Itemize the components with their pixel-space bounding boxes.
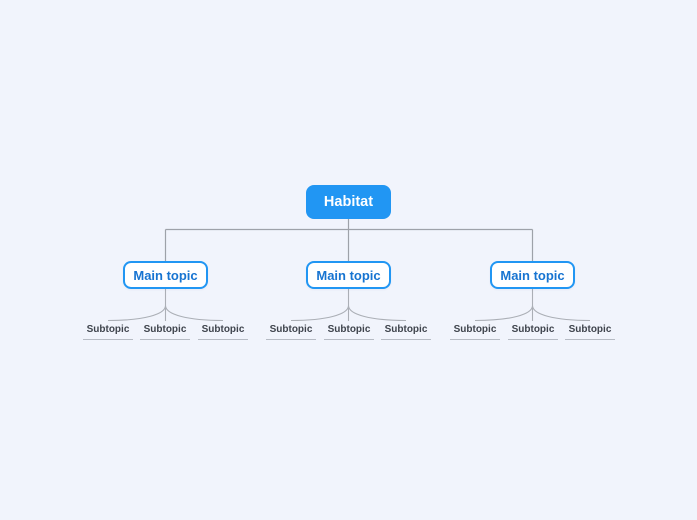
main-topic-node-3[interactable]: Main topic	[490, 261, 575, 289]
subtopic-node-3-3[interactable]: Subtopic	[565, 323, 615, 340]
connector-main3-to-subtopics	[474, 289, 591, 322]
connector-root-to-main-topics	[164, 219, 534, 261]
main-topic-label: Main topic	[133, 267, 198, 283]
subtopic-node-3-1[interactable]: Subtopic	[450, 323, 500, 340]
main-topic-label: Main topic	[316, 267, 381, 283]
subtopic-node-1-3[interactable]: Subtopic	[198, 323, 248, 340]
subtopic-node-1-2[interactable]: Subtopic	[140, 323, 190, 340]
main-topic-node-1[interactable]: Main topic	[123, 261, 208, 289]
root-node-habitat[interactable]: Habitat	[306, 185, 391, 219]
subtopic-node-1-1[interactable]: Subtopic	[83, 323, 133, 340]
subtopic-node-2-3[interactable]: Subtopic	[381, 323, 431, 340]
subtopic-node-2-2[interactable]: Subtopic	[324, 323, 374, 340]
main-topic-node-2[interactable]: Main topic	[306, 261, 391, 289]
connector-main2-to-subtopics	[290, 289, 407, 322]
root-node-label: Habitat	[323, 194, 374, 210]
connector-main1-to-subtopics	[107, 289, 224, 322]
subtopic-node-3-2[interactable]: Subtopic	[508, 323, 558, 340]
subtopic-node-2-1[interactable]: Subtopic	[266, 323, 316, 340]
main-topic-label: Main topic	[500, 267, 565, 283]
